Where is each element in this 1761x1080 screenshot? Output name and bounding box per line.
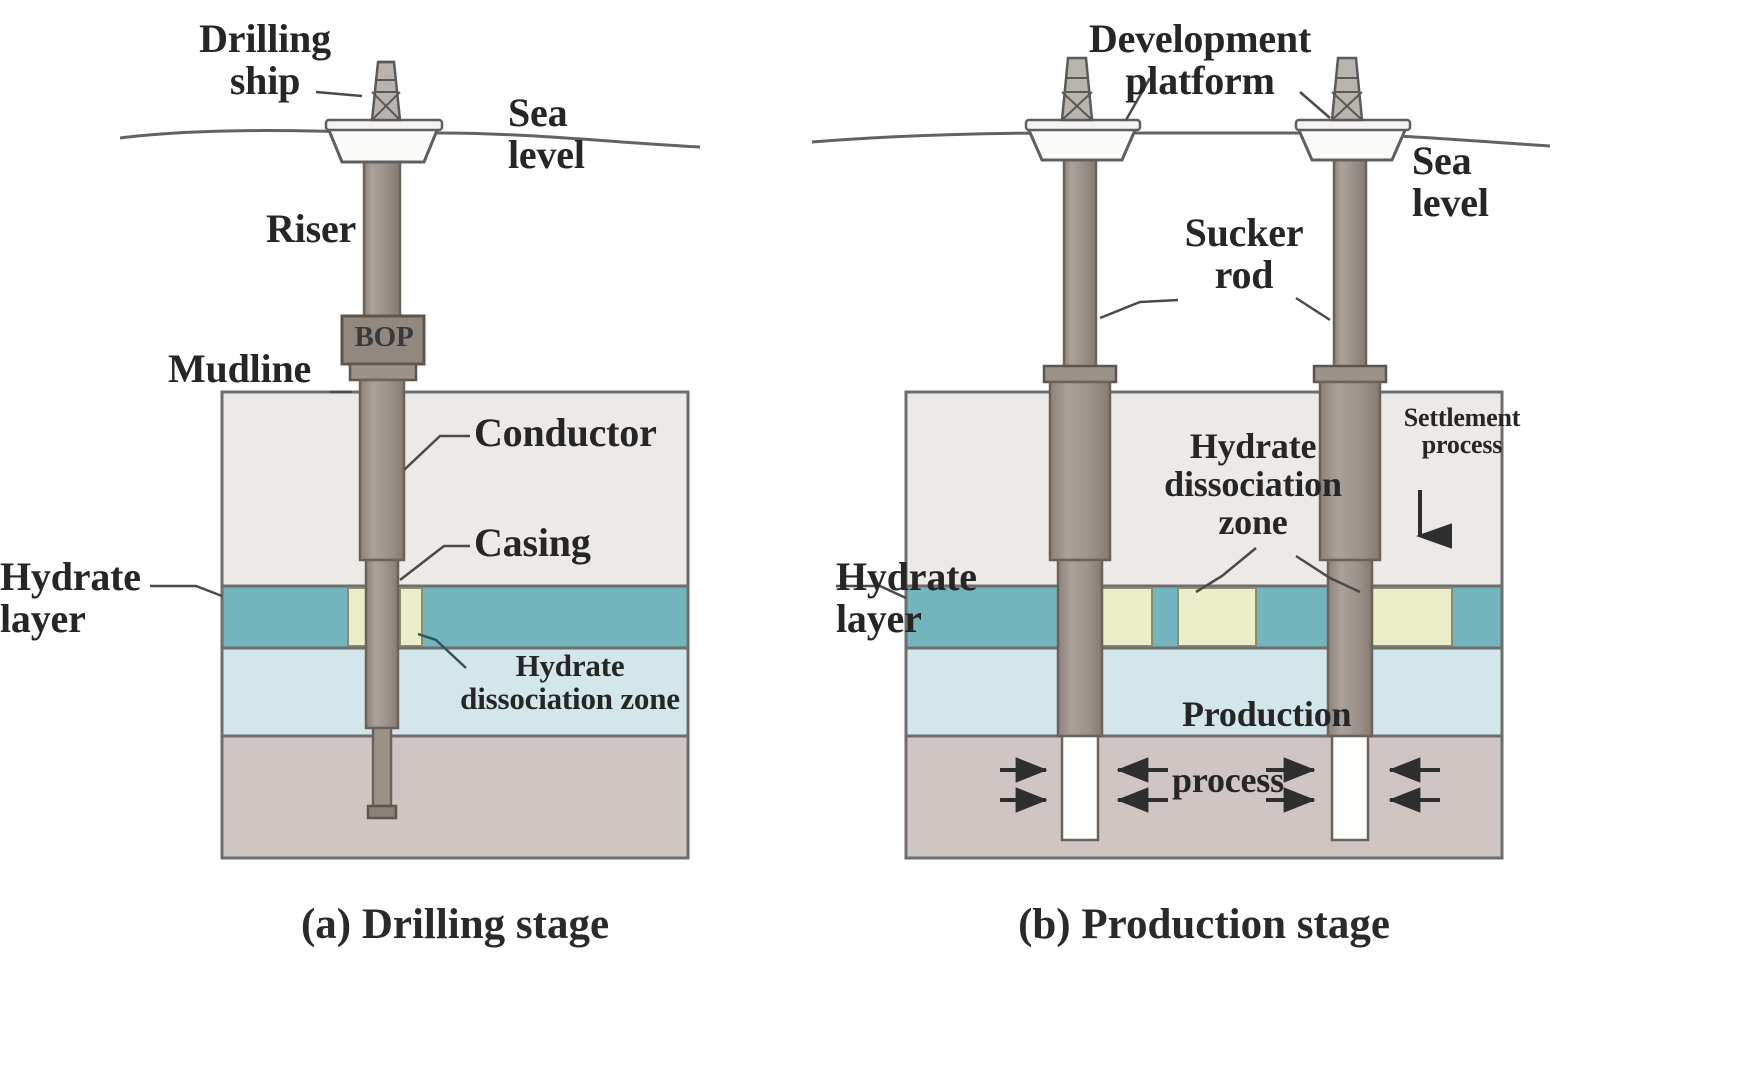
- label-drilling-ship: Drilling ship: [199, 16, 331, 103]
- label-hydrate-dissociation-zone-b: Hydrate dissociation zone: [1164, 426, 1342, 542]
- bop-block-a: [340, 314, 426, 366]
- casing-right-b: [1326, 558, 1374, 738]
- label-hydrate-dissociation-zone-a: Hydrate dissociation zone: [460, 648, 680, 716]
- label-production: Production: [1182, 694, 1352, 734]
- leader-drilling-ship: [315, 90, 363, 98]
- panel-b-production-stage: [811, 56, 1551, 860]
- label-hydrate-layer-a: Hydrate layer: [0, 554, 141, 641]
- sucker-rod-left: [1062, 148, 1098, 370]
- overburden-layer-b: [904, 390, 1504, 588]
- caption-panel-a: (a) Drilling stage: [300, 901, 610, 948]
- leader-sucker-rod-right: [1295, 296, 1331, 322]
- label-development-platform: Development platform: [1088, 16, 1312, 103]
- drill-string-a: [371, 726, 393, 808]
- label-mudline: Mudline: [168, 346, 312, 391]
- leader-platform-left: [1124, 77, 1152, 121]
- derrick-tower-left: [1060, 56, 1094, 122]
- underlying-layer-a: [220, 646, 690, 738]
- dissociation-band-right-a: [399, 587, 423, 647]
- leader-casing: [399, 544, 470, 581]
- bedrock-layer-a: [220, 734, 690, 860]
- label-bop: BOP: [354, 321, 414, 353]
- label-sea-level-b: Sea level: [1412, 138, 1489, 225]
- drilling-ship-hull: [325, 126, 441, 164]
- label-sucker-rod: Sucker rod: [1184, 210, 1304, 297]
- casing-pipe-a: [364, 558, 400, 730]
- leader-conductor: [403, 434, 470, 471]
- production-interval-left: [1060, 734, 1100, 842]
- drilling-ship-deck: [324, 118, 444, 132]
- panel-a-drilling-stage: [119, 60, 701, 860]
- label-casing: Casing: [474, 520, 591, 565]
- label-sea-level-a: Sea level: [508, 90, 585, 177]
- drill-bit-a: [366, 804, 398, 820]
- wellhead-flange-left: [1042, 364, 1118, 384]
- hydrate-layer-a: [220, 584, 690, 650]
- dissociated-segment-2-b: [1177, 587, 1257, 647]
- casing-left-b: [1056, 558, 1104, 738]
- leader-hydrate-layer-b: [836, 584, 907, 600]
- label-conductor: Conductor: [474, 410, 657, 455]
- derrick-tower-a: [370, 60, 402, 122]
- leader-dissociation-zone-a: [417, 632, 467, 669]
- underlying-layer-b: [904, 646, 1504, 738]
- production-flow-arrows: [1000, 757, 1440, 813]
- label-riser: Riser: [266, 206, 357, 251]
- conductor-right-b: [1318, 380, 1382, 562]
- label-hydrate-layer-b: Hydrate layer: [836, 554, 977, 641]
- riser-pipe-a: [362, 148, 402, 320]
- label-settlement-process: Settlement process: [1403, 403, 1521, 460]
- production-interval-right: [1330, 734, 1370, 842]
- platform-deck-left: [1024, 118, 1142, 132]
- derrick-tower-right: [1330, 56, 1364, 122]
- platform-hull-right: [1295, 126, 1409, 162]
- label-process: process: [1172, 760, 1284, 800]
- platform-deck-right: [1294, 118, 1412, 132]
- conductor-left-b: [1048, 380, 1112, 562]
- sea-level-line-b: [811, 131, 1551, 148]
- conductor-pipe-a: [358, 378, 406, 562]
- leader-dissociation-zone-b-left: [1195, 547, 1257, 594]
- sucker-rod-right: [1332, 148, 1368, 370]
- leader-sucker-rod-left: [1099, 298, 1179, 320]
- platform-hull-left: [1025, 126, 1139, 162]
- leader-dissociation-zone-b-right: [1295, 554, 1361, 594]
- leader-platform-right: [1299, 91, 1331, 119]
- wellhead-flange-right: [1312, 364, 1388, 384]
- leader-hydrate-layer-a: [150, 584, 223, 598]
- caption-panel-b: (b) Production stage: [1018, 901, 1390, 948]
